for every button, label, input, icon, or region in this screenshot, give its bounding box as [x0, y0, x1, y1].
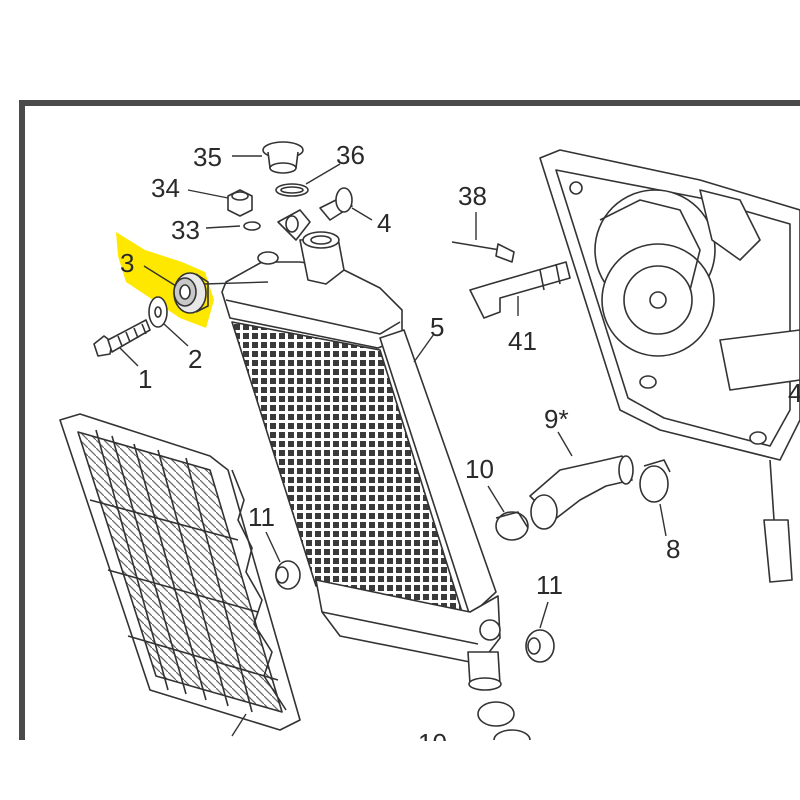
callout-33: 33: [171, 215, 200, 245]
o-ring-part-36: [275, 183, 309, 197]
bracket-part-41: [469, 261, 571, 319]
callout-9: 9*: [544, 404, 569, 434]
radiator: [221, 231, 502, 691]
callout-1: 1: [138, 364, 152, 394]
callout-5: 5: [430, 312, 444, 342]
clamp-part-8: [639, 459, 671, 503]
callout-10-upper: 10: [465, 454, 494, 484]
radiator-grill: [59, 413, 301, 731]
callout-3: 3: [120, 248, 134, 278]
bolt-part-1: [93, 319, 151, 357]
grommet-part-11-right: [525, 629, 555, 663]
hose-part-9: [529, 455, 634, 530]
callout-8: 8: [666, 534, 680, 564]
clamp-part-10-upper: [495, 511, 529, 541]
callout-11-left: 11: [248, 502, 275, 532]
diagram-frame: [19, 100, 800, 740]
callout-2: 2: [188, 344, 202, 374]
bottom-margin: [0, 741, 800, 800]
callout-11-right: 11: [536, 570, 563, 600]
callout-labels: 35 36 34 33 4 3 38 5 41 1 2 4 9* 10 8 11…: [120, 140, 800, 758]
leader-lines: [119, 155, 667, 737]
callout-36: 36: [336, 140, 365, 170]
callout-35: 35: [193, 142, 222, 172]
nut-part-34: [227, 189, 253, 217]
washer-part-2: [148, 296, 168, 328]
clamp-part-10-lower: [477, 701, 531, 740]
callout-4-right: 4: [788, 378, 800, 408]
pin-part-38: [451, 241, 515, 263]
rubber-mount-part-3: [173, 272, 209, 314]
callout-41: 41: [508, 326, 537, 356]
callout-34: 34: [151, 173, 180, 203]
cooling-fan-assembly: [539, 149, 800, 583]
washer-part-33: [243, 221, 261, 231]
bracket-part-4: [277, 187, 353, 241]
callout-4-upper: 4: [377, 208, 391, 238]
cap-part-35: [262, 141, 304, 174]
grommet-part-11-left: [275, 560, 301, 590]
callout-38: 38: [458, 181, 487, 211]
